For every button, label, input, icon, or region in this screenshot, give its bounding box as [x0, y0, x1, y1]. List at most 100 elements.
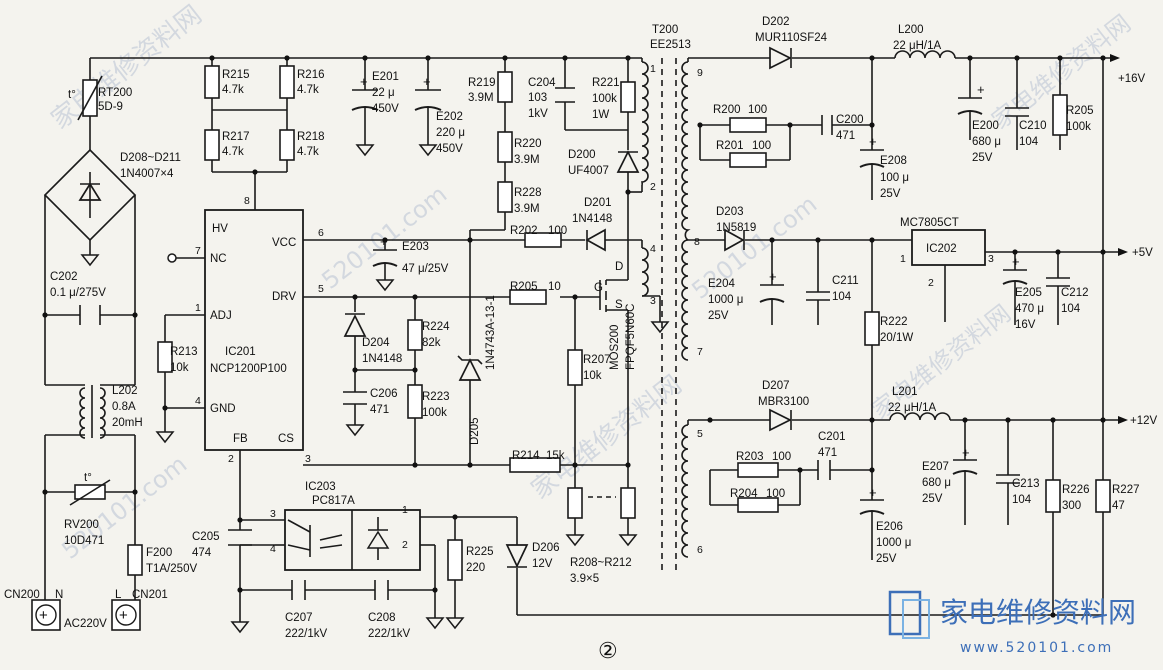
r214-val: 15k: [546, 450, 565, 462]
e203-val: 47 μ/25V: [402, 263, 449, 275]
r212-resistor: [620, 487, 636, 519]
ac-connectors: + +: [31, 599, 141, 631]
rt200-ref: RT200: [98, 87, 132, 99]
bridge-val: 1N4007×4: [120, 168, 174, 180]
r225-val: 220: [466, 562, 485, 574]
c213-ref: C213: [1012, 478, 1040, 490]
output-12v-label: +12V: [1130, 415, 1158, 427]
t200-part: EE2513: [650, 39, 691, 51]
labels-transformer: T200 EE2513 1 2 4 3 9 8 7 5 6: [650, 24, 703, 556]
r207-val: 10k: [583, 370, 602, 382]
d204-val: 1N4148: [362, 353, 402, 365]
e202-val2: 450V: [436, 143, 463, 155]
optocoupler-internals: [287, 517, 390, 560]
d205-val: 1N4743A-13-1: [485, 295, 497, 370]
e201-val2: 450V: [372, 103, 399, 115]
c202-ref: C202: [50, 271, 78, 283]
c210-val: 104: [1019, 136, 1039, 148]
r219-val: 3.9M: [468, 92, 494, 104]
r227-ref: R227: [1112, 484, 1140, 496]
r218-resistor: [279, 129, 295, 161]
pin-number: 2: [402, 539, 408, 551]
pin-number: 1: [650, 63, 656, 75]
rv200-arrow: [69, 479, 111, 506]
l201-inductor: [889, 412, 951, 421]
r219-ref: R219: [468, 77, 496, 89]
svg-text:+: +: [769, 269, 777, 284]
e205-ref: E205: [1015, 287, 1042, 299]
svg-text:+: +: [119, 607, 128, 624]
r204-ref: R204: [730, 488, 758, 500]
ic202-part: MC7805CT: [900, 217, 959, 229]
r201-ref: R201: [716, 140, 744, 152]
c211-val: 104: [832, 291, 852, 303]
rt200-sym: t°: [68, 89, 76, 101]
r213-ref: R213: [170, 346, 198, 358]
ground-symbols: [80, 144, 670, 634]
r224-val: 82k: [422, 337, 441, 349]
rv200-val: 10D471: [64, 535, 104, 547]
ic203-ref: IC203: [305, 481, 336, 493]
c211-ref: C211: [832, 275, 859, 287]
f200-fuse: [127, 544, 143, 576]
r213-val: 10k: [170, 362, 189, 374]
e204-val1: 1000 μ: [708, 294, 743, 306]
d206-val: 12V: [532, 558, 553, 570]
pin-number: 3: [270, 508, 276, 520]
e208-ref: E208: [880, 155, 907, 167]
pin-number: 3: [650, 295, 656, 307]
e205-val2: 16V: [1015, 319, 1036, 331]
r217-val: 4.7k: [222, 146, 244, 158]
bridge-ref: D208~D211: [120, 152, 181, 164]
r221-resistor: [620, 81, 636, 113]
wire-network: [43, 57, 1125, 622]
r224-ref: R224: [422, 321, 450, 333]
r200-ref: R200: [713, 104, 741, 116]
svg-text:+: +: [360, 74, 368, 89]
l200-ref: L200: [898, 24, 924, 36]
cn201-pin: L: [115, 589, 122, 601]
capacitor-set: [79, 87, 1070, 600]
svg-text:+: +: [977, 82, 985, 97]
r217-resistor: [204, 129, 220, 161]
pin-number: 8: [694, 236, 700, 248]
r226-ref: R226: [1062, 484, 1090, 496]
c204-val1: 103: [528, 92, 547, 104]
pin-number: 2: [228, 453, 234, 465]
nc-pin-terminal: [167, 253, 177, 263]
r228-resistor: [497, 181, 513, 213]
watermark-text: 520101.com: [686, 190, 822, 305]
l202-val1: 0.8A: [112, 401, 136, 413]
rv200-sym: t°: [84, 472, 92, 484]
pin-number: 8: [244, 195, 250, 207]
labels-components: t° RT200 5D-9 D208~D211 1N4007×4 C202 0.…: [4, 16, 1140, 640]
e204-val2: 25V: [708, 310, 729, 322]
pin-number: 7: [697, 346, 703, 358]
output-5v-label: +5V: [1132, 247, 1153, 259]
d201-ref: D201: [584, 197, 612, 209]
r204-val: 100: [766, 488, 785, 500]
pin-drv-label: DRV: [272, 291, 296, 303]
d202-val: MUR110SF24: [755, 32, 828, 44]
labels-ic203: IC203 PC817A 1 2 3 4: [270, 481, 408, 555]
site-logo: 家电维修资料网 www.520101.com: [888, 590, 1136, 656]
primary-winding: [640, 61, 649, 186]
pin-number: 1: [402, 504, 408, 516]
secondary-winding-16v: [681, 61, 691, 241]
pin-hv-label: HV: [212, 223, 228, 235]
logo-mark: [888, 590, 922, 636]
r205-load-resistor: [1052, 94, 1068, 136]
ic202-body: [911, 229, 986, 266]
svg-text:+: +: [869, 134, 877, 149]
r221-val1: 100k: [592, 93, 617, 105]
c205-val: 474: [192, 547, 212, 559]
r205a-val: 10: [548, 281, 561, 293]
d206-ref: D206: [532, 542, 560, 554]
c212-ref: C212: [1061, 287, 1089, 299]
r221-ref: R221: [592, 77, 620, 89]
l202-ref: L202: [112, 385, 138, 397]
r201-val: 100: [752, 140, 771, 152]
r202-val: 100: [548, 225, 567, 237]
r220-val: 3.9M: [514, 154, 540, 166]
ic201-ref: IC201: [225, 346, 256, 358]
